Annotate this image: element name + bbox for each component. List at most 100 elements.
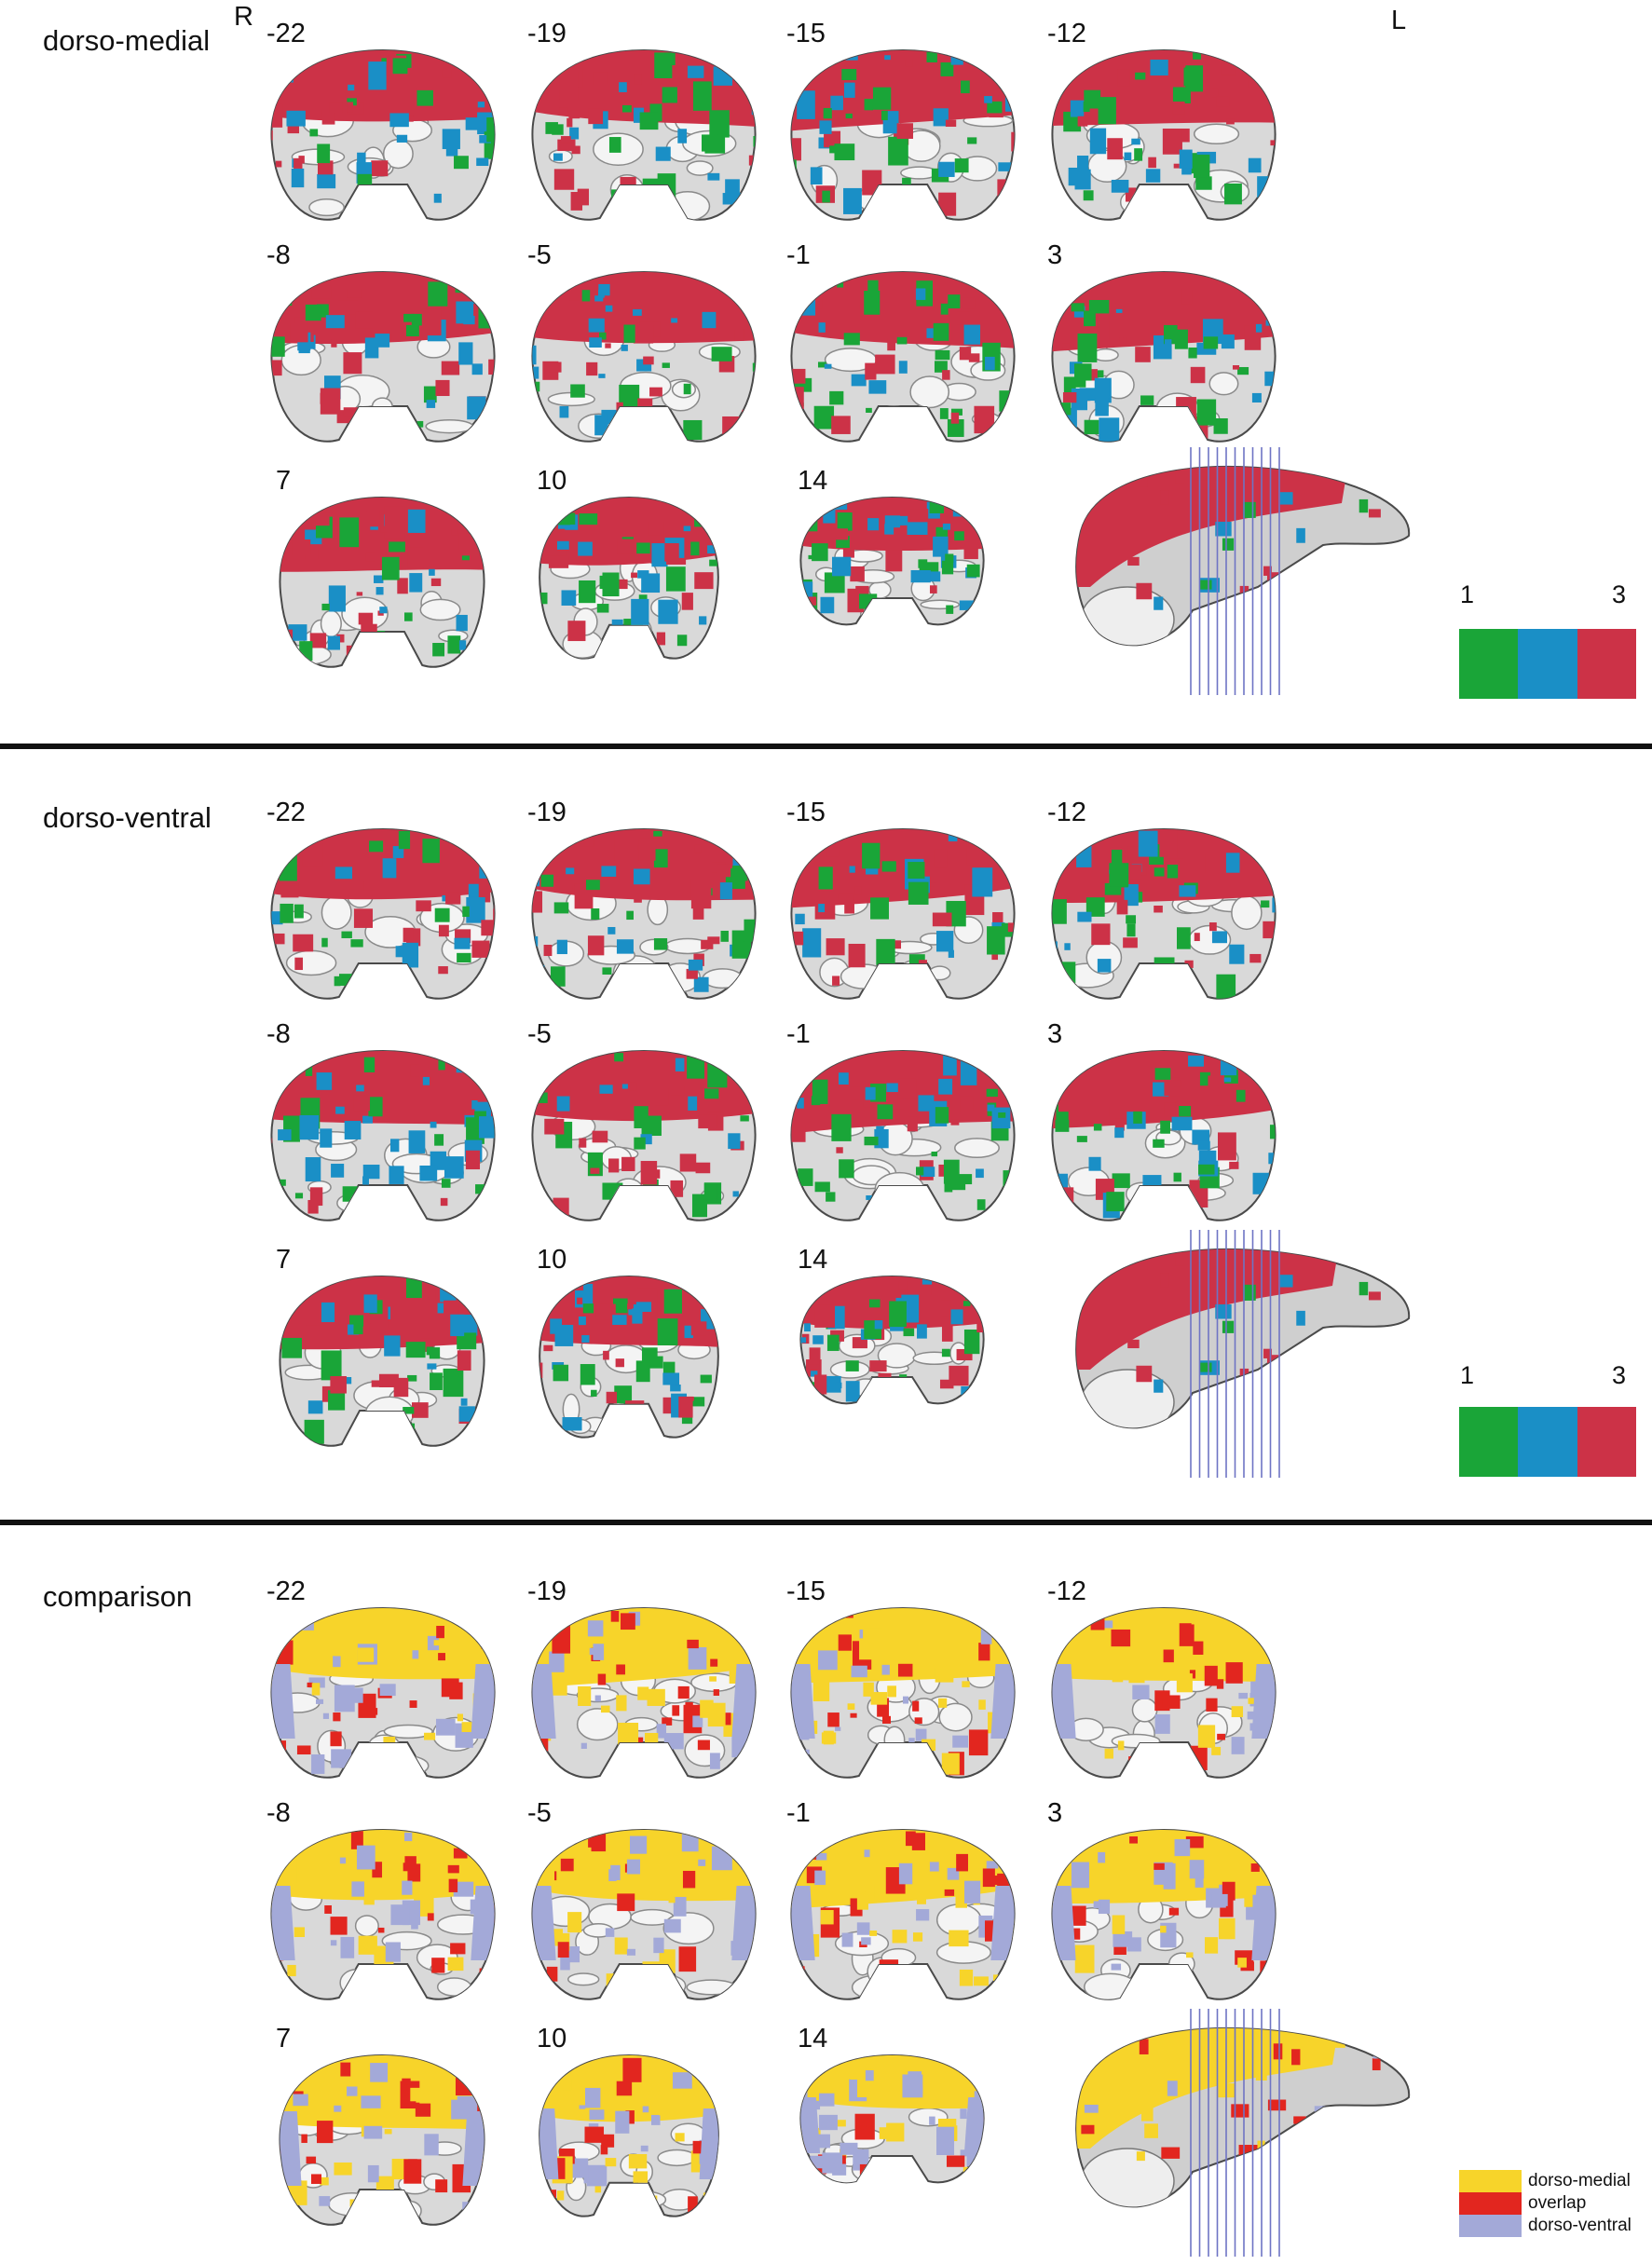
activation-voxel <box>427 1913 434 1921</box>
activation-voxel <box>1094 377 1112 403</box>
activation-voxel <box>608 137 621 153</box>
activation-voxel <box>917 1891 926 1904</box>
activation-voxel <box>1138 830 1158 857</box>
activation-voxel <box>403 927 414 943</box>
activation-voxel <box>466 896 485 923</box>
activation-voxel <box>430 1372 443 1390</box>
activation-voxel <box>334 866 353 880</box>
activation-voxel <box>1113 1931 1133 1947</box>
activation-voxel <box>819 2114 838 2131</box>
activation-voxel <box>433 193 442 203</box>
activation-voxel <box>826 1192 836 1202</box>
activation-voxel <box>956 1634 976 1665</box>
activation-voxel <box>374 575 384 583</box>
activation-voxel <box>1242 1284 1256 1301</box>
activation-voxel <box>482 1294 485 1305</box>
activation-voxel <box>742 1632 749 1641</box>
activation-voxel <box>615 1358 624 1368</box>
activation-voxel <box>744 1837 756 1854</box>
activation-voxel <box>1161 2147 1181 2159</box>
activation-voxel <box>808 554 814 560</box>
activation-voxel <box>1265 76 1276 91</box>
activation-voxel <box>990 2058 1007 2071</box>
activation-voxel <box>941 1348 950 1358</box>
activation-voxel <box>998 92 1006 102</box>
activation-voxel <box>590 1167 600 1174</box>
activation-voxel <box>430 1121 437 1128</box>
activation-voxel <box>903 1328 915 1337</box>
gyrus-texture <box>436 1977 472 1997</box>
activation-voxel <box>328 585 346 612</box>
activation-region <box>791 272 1015 349</box>
activation-voxel <box>654 1087 669 1106</box>
activation-voxel <box>879 2127 894 2139</box>
gyrus-texture <box>860 607 886 621</box>
activation-voxel <box>586 2164 608 2187</box>
slice-coordinate-label: -8 <box>266 240 291 270</box>
activation-voxel <box>440 1197 448 1207</box>
activation-voxel <box>653 938 668 950</box>
coronal-slice-image <box>270 1606 496 1779</box>
activation-voxel <box>1088 299 1110 314</box>
activation-voxel <box>617 539 637 554</box>
activation-voxel <box>387 1749 399 1759</box>
activation-voxel <box>1181 829 1188 835</box>
activation-voxel <box>353 1323 363 1335</box>
activation-voxel <box>916 1167 924 1176</box>
activation-voxel <box>978 1643 990 1661</box>
activation-voxel <box>701 939 714 949</box>
activation-voxel <box>765 1172 782 1184</box>
activation-voxel <box>879 1959 899 1980</box>
activation-voxel <box>616 2081 633 2096</box>
activation-voxel <box>797 90 815 119</box>
activation-voxel <box>1054 1071 1062 1077</box>
activation-voxel <box>1043 293 1049 298</box>
activation-voxel <box>616 1664 625 1675</box>
activation-voxel <box>675 2133 685 2142</box>
activation-voxel <box>564 832 574 846</box>
activation-voxel <box>333 1712 341 1722</box>
activation-voxel <box>271 336 285 357</box>
legend-label: dorso-medial <box>1528 2171 1631 2190</box>
activation-voxel <box>321 937 328 948</box>
activation-voxel <box>411 313 422 326</box>
activation-voxel <box>320 388 341 415</box>
activation-voxel <box>1369 1291 1381 1301</box>
activation-voxel <box>664 543 679 562</box>
activation-voxel <box>347 102 353 113</box>
activation-voxel <box>560 1957 570 1971</box>
activation-voxel <box>1116 899 1128 915</box>
activation-voxel <box>908 191 922 209</box>
coronal-slice-image <box>790 1606 1016 1779</box>
activation-voxel <box>1362 612 1381 623</box>
activation-voxel <box>1229 1161 1239 1169</box>
activation-voxel <box>1052 1739 1060 1754</box>
activation-voxel <box>635 1360 650 1383</box>
activation-voxel <box>766 937 778 954</box>
activation-voxel <box>444 1156 464 1179</box>
activation-voxel <box>1264 189 1276 220</box>
activation-voxel <box>477 102 485 108</box>
activation-voxel <box>600 2145 608 2155</box>
activation-voxel <box>902 1696 909 1704</box>
color-scale-bar <box>1459 1407 1636 1477</box>
activation-voxel <box>379 607 388 614</box>
activation-voxel <box>690 1321 707 1336</box>
activation-voxel <box>441 1179 451 1188</box>
gyrus-texture <box>872 405 916 432</box>
activation-voxel <box>736 855 743 860</box>
activation-voxel <box>553 169 575 190</box>
activation-voxel <box>968 353 980 362</box>
activation-voxel <box>1244 1894 1253 1907</box>
activation-voxel <box>968 1729 989 1756</box>
activation-voxel <box>594 415 608 436</box>
coronal-slice-image <box>799 2054 985 2184</box>
activation-voxel <box>824 363 832 369</box>
activation-voxel <box>403 612 413 621</box>
activation-voxel <box>851 374 867 387</box>
activation-voxel <box>929 2116 935 2125</box>
activation-voxel <box>432 643 444 657</box>
activation-voxel <box>690 1627 700 1634</box>
activation-voxel <box>1123 937 1138 948</box>
